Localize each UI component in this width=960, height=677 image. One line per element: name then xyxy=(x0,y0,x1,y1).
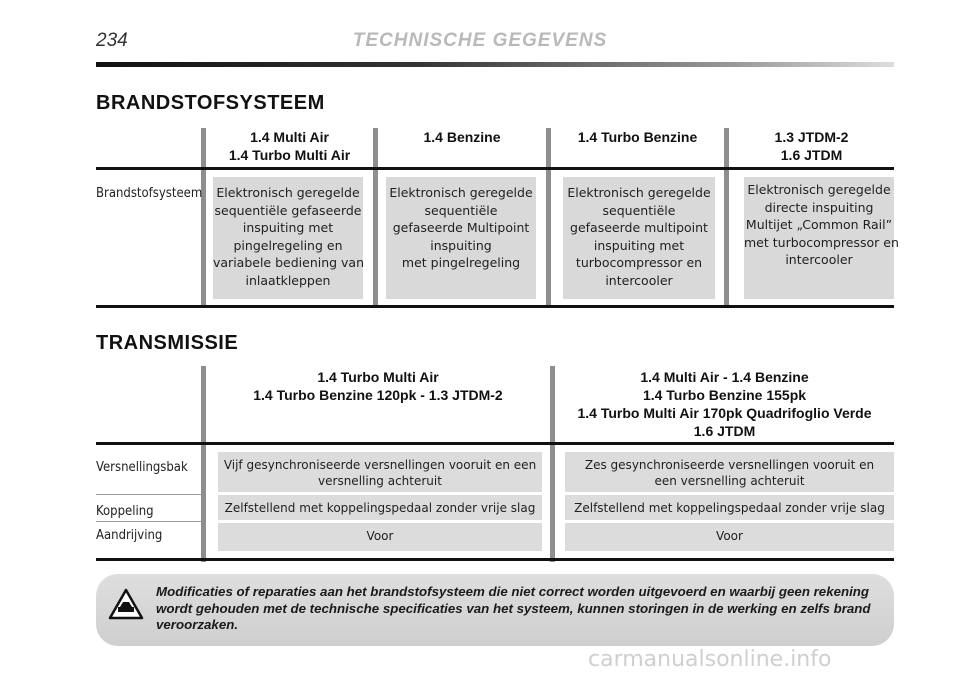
fuel-cell: Elektronisch geregelde sequentiële gefas… xyxy=(386,177,536,299)
cell-line: versnelling achteruit xyxy=(318,474,442,488)
cell-line: gefaseerde multipoint xyxy=(570,220,708,235)
cell-line: sequentiële xyxy=(424,202,498,218)
drive-cell: Voor xyxy=(218,523,542,551)
column-divider xyxy=(724,128,729,308)
cell-line: inspuiting xyxy=(430,237,492,253)
fuel-cell: Elektronisch geregelde sequentiële gefas… xyxy=(213,177,365,299)
warning-text: Modificaties of reparaties aan het brand… xyxy=(156,584,886,634)
header-rule xyxy=(96,62,894,67)
fuel-cell: Elektronisch geregelde sequentiële gefas… xyxy=(563,177,715,299)
clutch-cell: Zelfstellend met koppelingspedaal zonder… xyxy=(218,495,542,520)
cell-line: met turbocompressor en xyxy=(744,234,899,250)
column-header: 1.4 Benzine xyxy=(378,128,546,146)
row-label-drive: Aandrijving xyxy=(96,528,163,543)
section-title-fuel: BRANDSTOFSYSTEEM xyxy=(96,92,325,114)
row-label-clutch: Koppeling xyxy=(96,504,154,519)
watermark: carmanualsonline.info xyxy=(588,647,832,672)
column-header-line: 1.4 Turbo Multi Air xyxy=(228,147,351,163)
column-header-line: 1.4 Multi Air - 1.4 Benzine xyxy=(640,369,809,385)
column-divider xyxy=(546,128,551,308)
column-header-line: 1.4 Benzine xyxy=(423,129,501,145)
cell-line: sequentiële xyxy=(602,202,676,218)
cell-line: intercooler xyxy=(605,272,673,288)
column-header-line: 1.4 Turbo Benzine xyxy=(577,129,698,145)
column-header: 1.3 JTDM-2 1.6 JTDM xyxy=(729,128,894,164)
warning-line: wordt gehouden met de technische specifi… xyxy=(156,600,871,616)
fuel-cell: Elektronisch geregelde directe inspuitin… xyxy=(744,177,899,299)
cell-line: Elektronisch geregelde xyxy=(389,185,533,200)
column-header-line: 1.4 Turbo Benzine 120pk - 1.3 JTDM-2 xyxy=(253,387,503,403)
column-header-line: 1.4 Turbo Multi Air xyxy=(317,369,439,385)
column-header-line: 1.6 JTDM xyxy=(693,423,756,439)
column-header-line: 1.4 Turbo Multi Air 170pk Quadrifoglio V… xyxy=(577,405,872,421)
cell-line: een versnelling achteruit xyxy=(654,474,805,488)
gearbox-cell: Zes gesynchroniseerde versnellingen voor… xyxy=(565,452,894,492)
column-header: 1.4 Multi Air 1.4 Turbo Multi Air xyxy=(206,128,373,164)
column-header-line: 1.3 JTDM-2 xyxy=(774,129,849,145)
gearbox-cell: Vijf gesynchroniseerde versnellingen voo… xyxy=(218,452,542,492)
page-number: 234 xyxy=(96,30,128,51)
row-label-fuel-system: Brandstofsysteem xyxy=(96,186,203,201)
table-rule xyxy=(96,442,894,445)
cell-line: gefaseerde Multipoint xyxy=(392,220,530,235)
cell-line: turbocompressor en xyxy=(575,255,703,270)
row-divider xyxy=(96,521,201,522)
column-divider xyxy=(550,366,555,562)
column-header-line: 1.6 JTDM xyxy=(780,147,843,163)
section-title-transmission: TRANSMISSIE xyxy=(96,332,239,354)
cell-line: Vijf gesynchroniseerde versnellingen voo… xyxy=(223,458,537,472)
cell-line: met pingelregeling xyxy=(401,255,521,270)
drive-cell: Voor xyxy=(565,523,894,551)
cell-line: intercooler xyxy=(785,252,853,267)
cell-line: Zes gesynchroniseerde versnellingen voor… xyxy=(584,458,875,472)
cell-line: Elektronisch geregelde xyxy=(747,182,891,197)
warning-box xyxy=(96,574,894,646)
clutch-cell: Zelfstellend met koppelingspedaal zonder… xyxy=(565,495,894,520)
cell-line: sequentiële gefaseerde xyxy=(214,202,362,218)
column-header: 1.4 Multi Air - 1.4 Benzine 1.4 Turbo Be… xyxy=(555,368,894,440)
warning-triangle-icon xyxy=(108,588,144,625)
column-header: 1.4 Turbo Benzine xyxy=(551,128,724,146)
running-title: TECHNISCHE GEGEVENS xyxy=(352,30,608,51)
cell-line: inspuiting met xyxy=(242,220,334,235)
cell-line: pingelregeling en xyxy=(233,237,343,253)
row-divider xyxy=(96,494,201,495)
cell-line: inspuiting met xyxy=(593,237,685,253)
cell-line: directe inspuiting xyxy=(764,199,874,215)
table-rule xyxy=(96,167,894,170)
cell-line: Elektronisch geregelde xyxy=(567,185,711,200)
row-label-gearbox: Versnellingsbak xyxy=(96,460,188,475)
cell-line: Elektronisch geregelde xyxy=(216,185,360,200)
column-divider xyxy=(373,128,378,308)
table-rule xyxy=(96,558,894,561)
column-divider xyxy=(201,128,206,308)
cell-line: Multijet „Common Rail” xyxy=(745,217,893,232)
cell-line: inlaatkleppen xyxy=(245,272,331,288)
column-divider xyxy=(201,366,206,562)
table-rule xyxy=(96,305,894,308)
cell-line: variabele bediening van xyxy=(213,255,365,270)
column-header: 1.4 Turbo Multi Air 1.4 Turbo Benzine 12… xyxy=(206,368,550,404)
warning-line: veroorzaken. xyxy=(156,617,239,632)
column-header-line: 1.4 Turbo Benzine 155pk xyxy=(642,387,807,403)
column-header-line: 1.4 Multi Air xyxy=(250,129,329,145)
warning-line: Modificaties of reparaties aan het brand… xyxy=(156,584,870,599)
